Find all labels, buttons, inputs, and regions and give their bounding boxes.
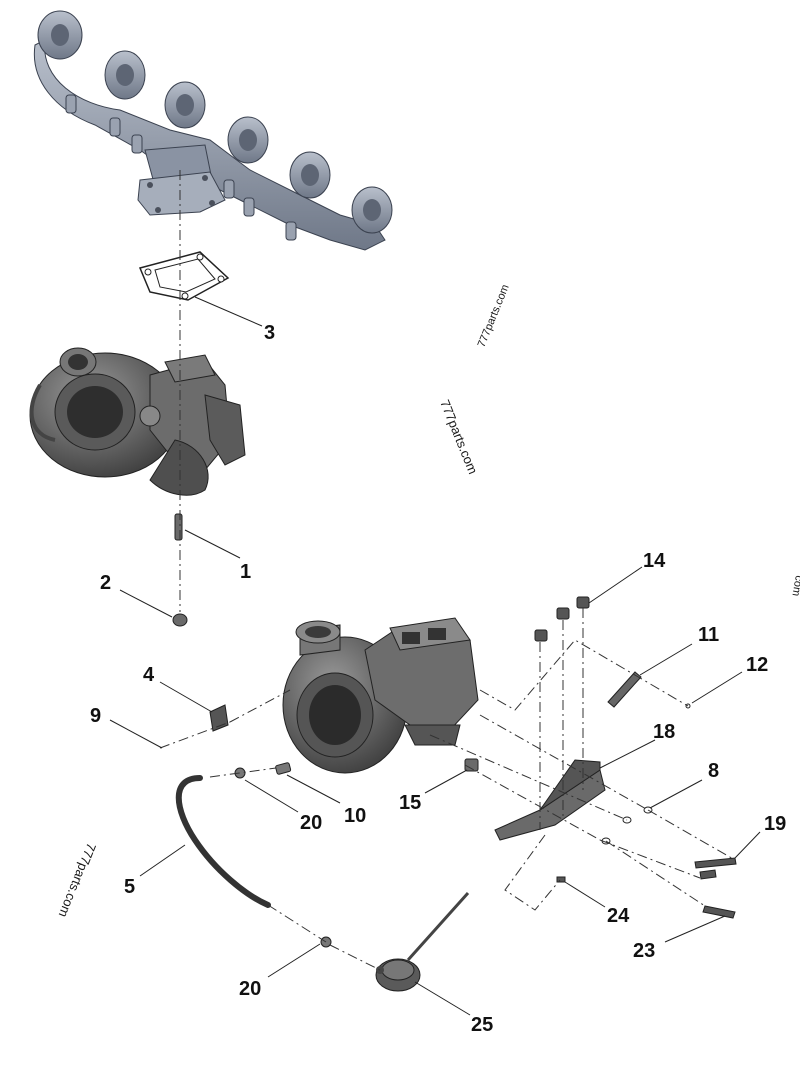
bracket-part-18 [494,759,606,841]
callout-labels: 1 2 3 4 5 8 9 10 11 12 14 15 18 19 20 20… [90,322,786,1036]
turbocharger-upper-view [29,347,246,496]
watermark-right-edge: com [789,574,800,597]
callout-1: 1 [240,561,251,583]
exhaust-manifold [33,10,393,251]
turbo-mounting-gasket [138,251,230,301]
callout-19: 19 [764,813,786,835]
callout-4: 4 [143,664,155,686]
callout-9: 9 [90,705,101,727]
stud-part [174,513,183,541]
callout-12: 12 [746,654,768,676]
callout-23: 23 [633,940,655,962]
nuts-part-14 [534,596,590,642]
turbocharger-lower-view [282,617,479,774]
bolt-part-11 [607,671,642,708]
assembly-lines [159,608,736,971]
callout-5: 5 [124,876,135,898]
spacer-part-15 [464,758,479,772]
callout-3: 3 [264,322,275,344]
callout-20-upper: 20 [300,812,322,834]
callout-11: 11 [698,624,719,646]
fitting-part-10 [275,762,292,775]
bolts-part-19 [694,857,737,880]
watermark-top: 777parts.com [476,283,512,349]
gasket-part-4 [209,704,229,732]
leader-lines [109,296,761,1016]
bolt-part-23 [702,905,736,919]
callout-2: 2 [100,572,111,594]
callout-24: 24 [607,905,630,927]
wastegate-actuator [375,891,470,992]
nut-part [172,613,188,627]
watermark-middle: 777parts.com [437,398,480,477]
watermark-left: 777parts.com [56,841,99,920]
clip-part-12 [685,703,691,709]
callout-10: 10 [344,805,366,827]
callout-14: 14 [643,550,666,572]
callout-20-lower: 20 [239,978,261,1000]
callout-18: 18 [653,721,675,743]
callout-8: 8 [708,760,719,782]
callout-15: 15 [399,792,421,814]
callout-25: 25 [471,1014,493,1036]
seal-ring-upper [234,767,246,779]
oil-return-tube [175,775,271,908]
pin-part-24 [556,876,566,883]
